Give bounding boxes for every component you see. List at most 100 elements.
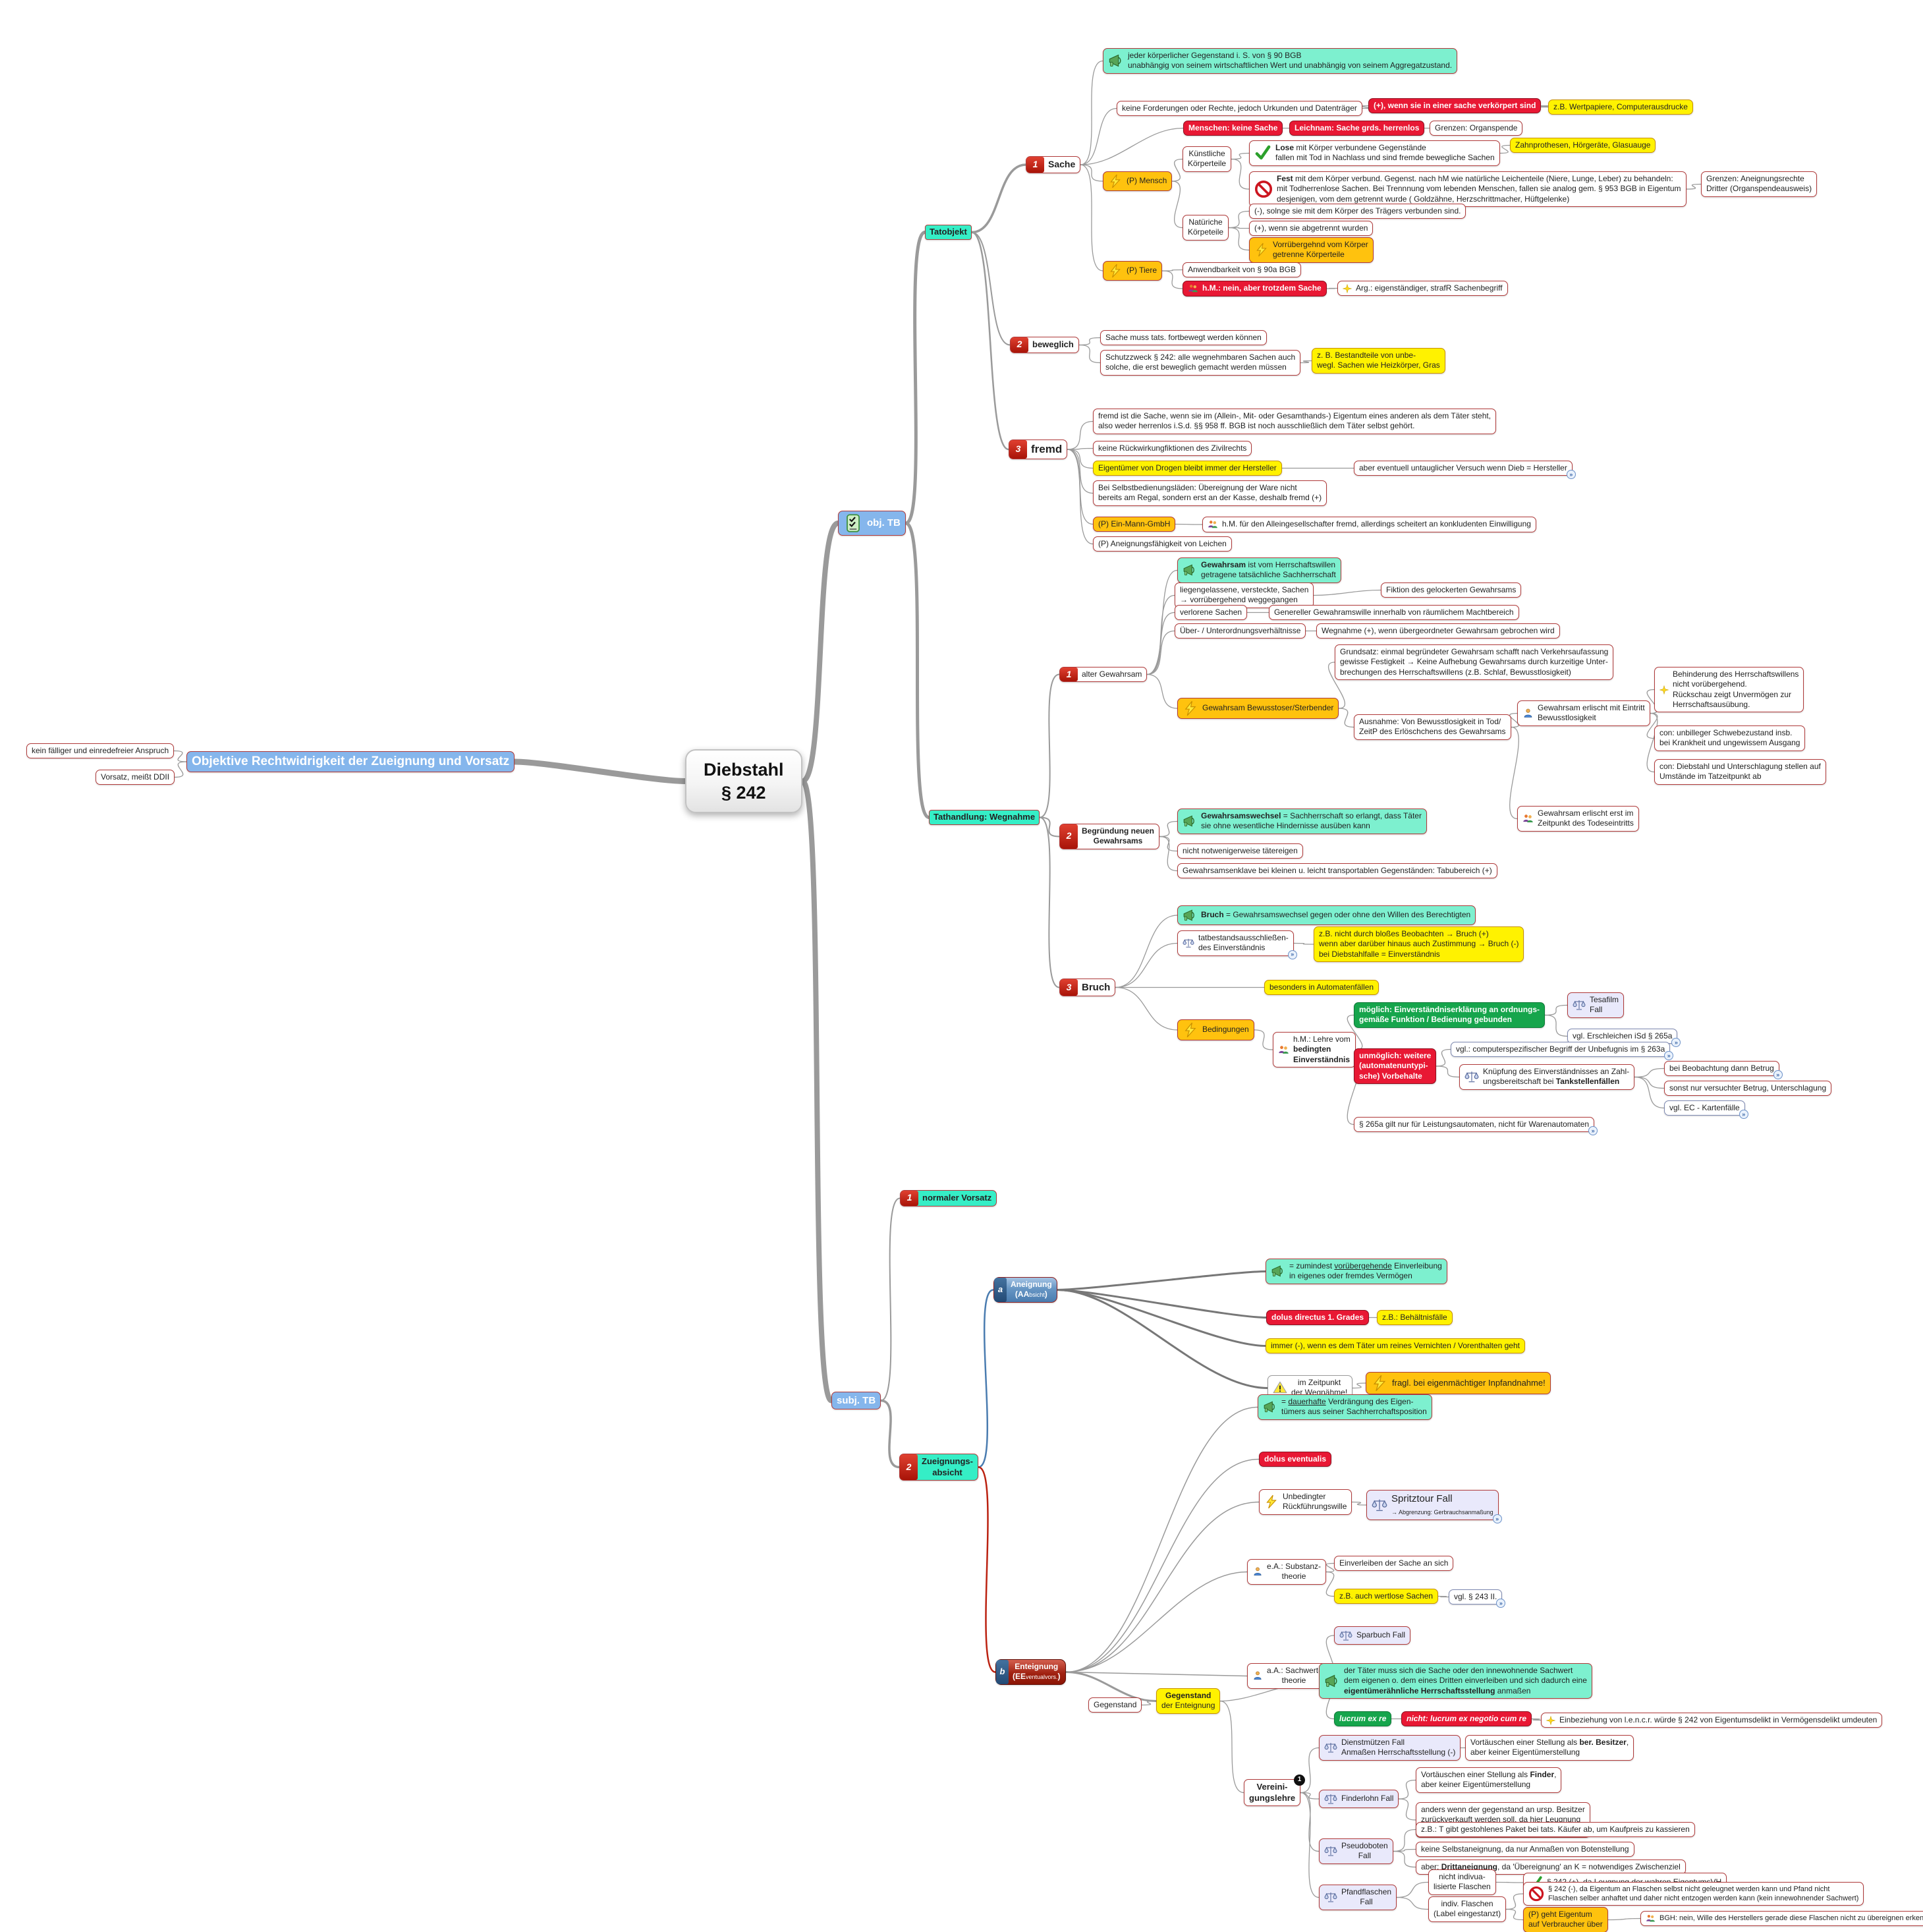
- grundsatz-node[interactable]: Grundsatz: einmal begründeter Gewahrsam …: [1335, 644, 1614, 681]
- expand-arrow-icon[interactable]: »: [1739, 1110, 1748, 1120]
- behaeltnis-node[interactable]: z.B.: Behältnisfälle: [1377, 1310, 1453, 1326]
- subj-tb-node[interactable]: subj. TB: [831, 1392, 881, 1410]
- arg-eigenstaendiger-node[interactable]: Arg.: eigenständiger, strafR Sachenbegri…: [1337, 281, 1508, 297]
- ein-mann-gmbh-node[interactable]: (P) Ein-Mann-GmbH: [1093, 517, 1176, 532]
- tathandlung-node[interactable]: Tathandlung: Wegnahme: [929, 810, 1040, 825]
- vgl243-node[interactable]: vgl. § 243 II.»: [1449, 1589, 1506, 1608]
- enteignung-def-node[interactable]: = dauerhafte Verdrängung des Eigen-tümer…: [1258, 1394, 1432, 1420]
- dolus-eventualis-node[interactable]: dolus eventualis: [1259, 1452, 1332, 1467]
- lucrum-node[interactable]: lucrum ex re: [1334, 1711, 1392, 1727]
- untauglicher-node[interactable]: aber eventuell untauglicher Versuch wenn…: [1354, 461, 1576, 480]
- forderungen-node[interactable]: keine Forderungen oder Rechte, jedoch Ur…: [1117, 101, 1362, 117]
- vort-besitzer-node[interactable]: Vortäuschen einer Stellung als ber. Besi…: [1465, 1735, 1634, 1761]
- organspende-node[interactable]: Grenzen: Organspende: [1430, 121, 1523, 136]
- aneignungsfaehigkeit-node[interactable]: (P) Aneignungsfähigkeit von Leichen: [1093, 536, 1232, 552]
- fiktion-node[interactable]: Fiktion des gelockerten Gewahrsams: [1381, 582, 1522, 598]
- ueber-unter-node[interactable]: Über- / Unterordnungsverhältnisse: [1175, 623, 1306, 639]
- spritztour-node[interactable]: Spritztour Fall→ Abgrenzung: Gerbrauchsa…: [1366, 1490, 1502, 1524]
- hm-nein-node[interactable]: h.M.: nein, aber trotzdem Sache: [1183, 281, 1327, 297]
- nicht-indiv-node[interactable]: nicht indivua-lisierte Flaschen: [1428, 1869, 1496, 1895]
- erschleichen-node[interactable]: vgl. Erschleichen iSd § 265a»: [1567, 1029, 1681, 1048]
- p-mensch-node[interactable]: (P) Mensch: [1103, 171, 1173, 191]
- drogen-node[interactable]: Eigentümer von Drogen bleibt immer der H…: [1093, 461, 1282, 476]
- immer-minus-node[interactable]: immer (-), wenn es dem Täter um reines V…: [1266, 1338, 1525, 1354]
- versuchter-node[interactable]: sonst nur versuchter Betrug, Unterschlag…: [1664, 1081, 1832, 1096]
- tatbestand-node[interactable]: tatbestandsausschließen-des Einverständn…: [1177, 930, 1297, 959]
- bruch-def-node[interactable]: Bruch = Gewahrsamswechsel gegen oder ohn…: [1177, 905, 1476, 925]
- expand-arrow-icon[interactable]: »: [1671, 1038, 1681, 1048]
- taeter-def-node[interactable]: der Täter muss sich die Sache oder den i…: [1319, 1663, 1592, 1699]
- moeglich-node[interactable]: möglich: Einverständniserklärung an ordn…: [1354, 1002, 1546, 1028]
- expand-arrow-icon[interactable]: »: [1496, 1599, 1506, 1608]
- nicht-lucrum-node[interactable]: nicht: lucrum ex negotio cum re: [1401, 1711, 1532, 1727]
- kein-anspruch-node[interactable]: kein fälliger und einredefreier Anspruch: [26, 743, 175, 759]
- enklave-node[interactable]: Gewahrsamsenklave bei kleinen u. leicht …: [1177, 863, 1497, 879]
- verlorene-node[interactable]: verlorene Sachen: [1175, 605, 1248, 621]
- tatobjekt-node[interactable]: Tatobjekt: [925, 225, 972, 240]
- sache-def-node[interactable]: jeder körperlicher Gegenstand i. S. von …: [1103, 48, 1458, 74]
- selbstaneignung-node[interactable]: keine Selbstaneignung, da nur Anmaßen vo…: [1416, 1842, 1634, 1858]
- ausnahme-node[interactable]: Ausnahme: Von Bewusstlosigkeit in Tod/Ze…: [1354, 714, 1511, 740]
- obj-tb-node[interactable]: obj. TB: [838, 511, 906, 536]
- menschen-node[interactable]: Menschen: keine Sache: [1183, 121, 1283, 136]
- expand-arrow-icon[interactable]: »: [1664, 1051, 1674, 1061]
- plus-abgetrennt-node[interactable]: (+), wenn sie abgetrennt wurden: [1249, 221, 1374, 237]
- substanztheorie-node[interactable]: e.A.: Substanz-theorie: [1247, 1559, 1327, 1585]
- selbstbedienung-node[interactable]: Bei Selbstbedienungsläden: Übereignung d…: [1093, 480, 1327, 506]
- obj-rechtswidrigkeit-node[interactable]: Objektive Rechtwidrigkeit der Zueignung …: [186, 751, 515, 773]
- fest-node[interactable]: Fest mit dem Körper verbund. Gegenst. na…: [1249, 171, 1686, 208]
- dolus-directus-node[interactable]: dolus directus 1. Grades: [1266, 1310, 1370, 1326]
- anwendbarkeit-node[interactable]: Anwendbarkeit von § 90a BGB: [1183, 262, 1302, 278]
- aneignung-def-node[interactable]: = zumindest vorübergehende Einverleibung…: [1266, 1259, 1447, 1284]
- alleingesellschafter-node[interactable]: h.M. für den Alleingesellschafter fremd,…: [1202, 517, 1536, 532]
- automatenfaelle-node[interactable]: besonders in Automatenfällen: [1264, 980, 1380, 996]
- wegnahme-plus-node[interactable]: Wegnahme (+), wenn übergeordneter Gewahr…: [1316, 623, 1560, 639]
- fremd-def-node[interactable]: fremd ist die Sache, wenn sie im (Allein…: [1093, 409, 1497, 434]
- inpfandnahme-node[interactable]: fragl. bei eigenmächtiger Inpfandnahme!: [1366, 1372, 1551, 1394]
- wertlose-node[interactable]: z.B. auch wertlose Sachen: [1334, 1589, 1439, 1605]
- gegenstand-node[interactable]: Gegenstand: [1088, 1697, 1142, 1713]
- con-schwebe-node[interactable]: con: unbilleger Schwebezustand insb.bei …: [1654, 725, 1806, 751]
- leichnam-node[interactable]: Leichnam: Sache grds. herrenlos: [1289, 121, 1425, 136]
- expand-arrow-icon[interactable]: »: [1287, 950, 1297, 959]
- expand-arrow-icon[interactable]: »: [1492, 1514, 1502, 1524]
- sparbuch-node[interactable]: Sparbuch Fall: [1334, 1626, 1411, 1645]
- bestandteile-node[interactable]: z. B. Bestandteile von unbe-wegl. Sachen…: [1312, 348, 1445, 374]
- finderlohn-node[interactable]: Finderlohn Fall: [1319, 1790, 1399, 1808]
- expand-arrow-icon[interactable]: »: [1588, 1126, 1598, 1136]
- verkoerpert-node[interactable]: (+), wenn sie in einer sache verkörpert …: [1368, 98, 1542, 114]
- knuepfung-node[interactable]: Knüpfung des Einverständnisses an Zahl-u…: [1459, 1064, 1635, 1090]
- unmoeglich-node[interactable]: unmöglich: weitere(automatenuntypi-sche)…: [1354, 1048, 1437, 1085]
- beobachtung-node[interactable]: bei Beobachtung dann Betrug»: [1664, 1061, 1783, 1080]
- ec-karten-node[interactable]: vgl. EC - Kartenfälle»: [1664, 1100, 1748, 1120]
- zahnprothesen-node[interactable]: Zahnprothesen, Hörgeräte, Glasuauge: [1510, 138, 1656, 154]
- leistungsautomaten-node[interactable]: § 265a gilt nur für Leistungsautomaten, …: [1354, 1117, 1598, 1136]
- keine-rueckwirkung-node[interactable]: keine Rückwirkungfiktionen des Zivilrech…: [1093, 441, 1252, 457]
- genereller-node[interactable]: Genereller Gewahramswille innerhalb von …: [1269, 605, 1519, 621]
- p242-minus-node[interactable]: § 242 (-), da Eigentum an Flaschen selbs…: [1523, 1882, 1864, 1906]
- einbeziehung-node[interactable]: Einbeziehung von l.e.n.c.r. würde § 242 …: [1541, 1713, 1883, 1728]
- zb-beobachten-node[interactable]: z.B. nicht durch bloßes Beobachten → Bru…: [1314, 926, 1524, 963]
- wertpapiere-node[interactable]: z.B. Wertpapiere, Computerausdrucke: [1548, 99, 1693, 115]
